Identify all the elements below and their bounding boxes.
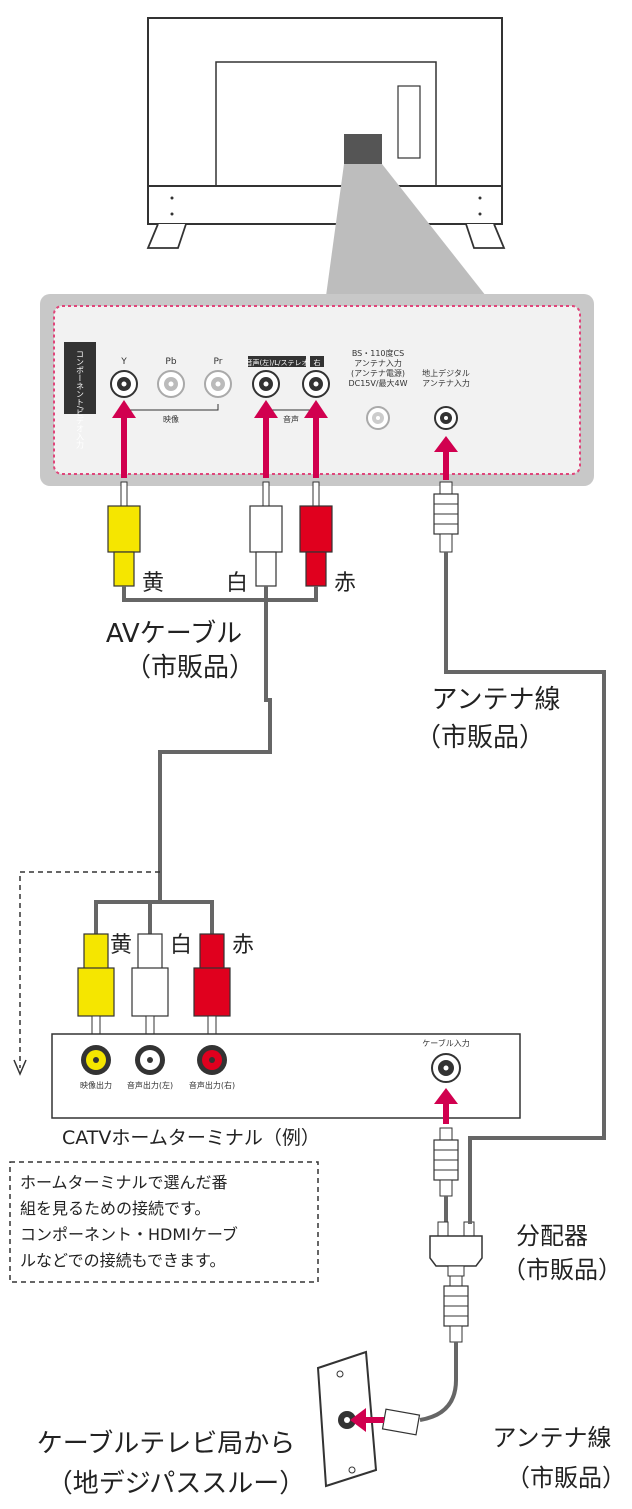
tv-stand-right xyxy=(465,223,506,249)
jack-pr xyxy=(204,370,232,398)
note-line-1: ホームターミナルで選んだ番 xyxy=(20,1173,228,1192)
antenna-connector-middle xyxy=(433,1127,459,1197)
splitter-label-1: 分配器 xyxy=(516,1222,588,1250)
jack-audio-right xyxy=(302,370,330,398)
terminal-caption: CATVホームターミナル（例） xyxy=(62,1127,320,1149)
insert-arrows-panel xyxy=(112,400,458,480)
audio-left-label-box xyxy=(248,356,306,367)
note-leader xyxy=(19,871,160,1068)
wall-label-2: （地デジパススルー） xyxy=(47,1469,305,1499)
antenna-cable-run-top xyxy=(444,552,606,1160)
tv-stand-left xyxy=(146,223,187,249)
jack-audio-left xyxy=(252,370,280,398)
audio-out-l-label: 音声出力(左) xyxy=(127,1080,173,1090)
antenna-connector-top xyxy=(433,481,459,553)
audio-group-label: 音声 xyxy=(283,414,299,424)
audio-out-r-label: 音声出力(右) xyxy=(189,1080,235,1090)
y-label: Y xyxy=(120,357,127,367)
bs-label-2: アンテナ入力 xyxy=(354,358,402,368)
jack-bs-cs xyxy=(366,406,390,430)
antenna-cable-top-label-1: アンテナ線 xyxy=(432,685,561,715)
splitter-label-2: （市販品） xyxy=(502,1256,622,1284)
antenna-cable-top-label-2: （市販品） xyxy=(415,723,545,753)
av-plugs-top xyxy=(107,481,333,602)
audio-right-label: 右 xyxy=(314,358,321,367)
tv-terminal-area xyxy=(344,134,382,164)
video-group-label: 映像 xyxy=(163,414,179,424)
insert-arrow-cable-in xyxy=(434,1088,458,1104)
bs-label-3: (アンテナ電源) xyxy=(351,369,405,378)
splitter xyxy=(429,1221,483,1277)
video-out-label: 映像出力 xyxy=(80,1080,112,1090)
color-white-top: 白 xyxy=(226,571,248,596)
color-red-bottom: 赤 xyxy=(232,933,254,958)
note-line-4: ルなどでの接続もできます。 xyxy=(20,1251,225,1270)
catv-home-terminal: 映像出力 音声出力(左) 音声出力(右) ケーブル入力 xyxy=(51,1033,521,1119)
tv-rear-view xyxy=(146,17,506,249)
wall-label-1: ケーブルテレビ局から xyxy=(37,1429,295,1459)
jack-cable-in xyxy=(431,1053,461,1083)
zoom-callout xyxy=(326,164,486,296)
bs-label-4: DC15V/最大4W xyxy=(348,378,407,388)
jack-audio-out-r xyxy=(197,1045,227,1075)
pr-label: Pr xyxy=(214,357,223,367)
component-vertical-label: コンポーネント/ビデオ入力 xyxy=(76,350,85,450)
insert-arrow-wall xyxy=(350,1408,366,1432)
av-cable-label-1: AVケーブル xyxy=(106,619,242,649)
antenna-cable-bottom-label-1: アンテナ線 xyxy=(492,1424,611,1452)
color-yellow-bottom: 黄 xyxy=(110,933,132,958)
antenna-connector-lower xyxy=(443,1275,469,1343)
av-cable-run xyxy=(158,600,272,892)
jack-audio-out-l xyxy=(135,1045,165,1075)
color-red-top: 赤 xyxy=(334,571,356,596)
av-plugs-bottom xyxy=(77,933,231,1047)
component-label-box xyxy=(64,342,96,414)
pb-label: Pb xyxy=(165,357,176,367)
audio-left-label: 音声(左)/L/ステレオ xyxy=(245,358,308,367)
note-box xyxy=(9,1161,319,1283)
note-line-3: コンポーネント・HDMIケーブ xyxy=(20,1225,238,1244)
antenna-cable-bottom-label-2: （市販品） xyxy=(506,1464,626,1492)
cable-in-label: ケーブル入力 xyxy=(422,1038,470,1048)
audio-right-label-box xyxy=(310,356,324,367)
terrestrial-label-2: アンテナ入力 xyxy=(422,378,470,388)
color-white-bottom: 白 xyxy=(170,933,192,958)
jack-y xyxy=(110,370,138,398)
tv-input-panel: コンポーネント/ビデオ入力 Y Pb Pr 音声(左)/L/ステレオ 右 映像 … xyxy=(40,294,594,486)
wall-outlet xyxy=(316,1350,378,1488)
jack-terrestrial xyxy=(434,406,458,430)
color-yellow-top: 黄 xyxy=(142,571,164,596)
jack-pb xyxy=(157,370,185,398)
bs-label-1: BS・110度CS xyxy=(352,348,404,358)
terrestrial-label-1: 地上デジタル xyxy=(422,368,470,378)
note-line-2: 組を見るための接続です。 xyxy=(20,1199,210,1218)
av-cable-label-2: （市販品） xyxy=(125,653,255,683)
jack-video-out xyxy=(81,1045,111,1075)
antenna-connector-wall xyxy=(381,1408,421,1436)
